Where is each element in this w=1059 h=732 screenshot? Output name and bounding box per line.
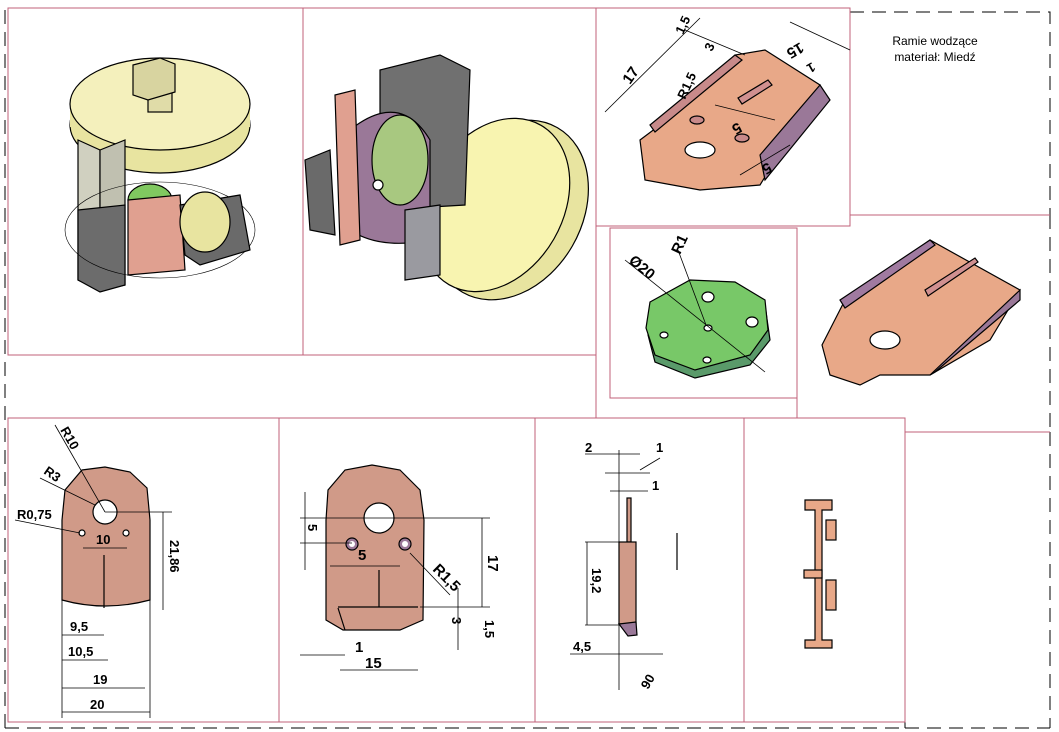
dim-label: 5 [305,524,320,531]
assembly-view-2 [304,54,589,301]
dim-label: 10,5 [68,644,93,659]
dim-label: 21,86 [167,540,182,573]
dim-label: R1 [668,232,692,257]
front-view-1: R10 R3 R0,75 10 21,86 9,5 10,5 19 20 [14,424,182,718]
side-view: 2 1 1 19,2 4,5 90 [570,440,678,692]
sheet-borders [4,7,1051,729]
dim-label: 1 [652,478,659,493]
dim-label: 1,5 [672,14,693,37]
dim-label: 5 [358,547,366,564]
isometric-part-view: 17 1,5 3 R1,5 15 1 5 5 [604,14,851,191]
dim-label: R10 [57,424,82,452]
dim-label: 1 [804,59,818,76]
dim-label: 90 [638,671,658,691]
dim-label: 10 [96,532,110,547]
dim-label: 1 [656,440,663,455]
front-view-2: 5 5 R1,5 17 3 1,5 1 15 [300,464,501,672]
dim-label: R0,75 [17,507,52,522]
dim-label: 1 [355,639,363,656]
title-block: Ramie wodzące materiał: Miedź [892,34,978,64]
dim-label: 19 [93,672,107,687]
dim-label: 2 [585,440,592,455]
dim-label: 9,5 [70,619,88,634]
dim-label: 1,5 [482,620,497,638]
part-name: Ramie wodzące [892,34,978,48]
assembly-view-1 [64,57,256,293]
dim-label: 4,5 [573,639,591,654]
edge-view [803,499,837,649]
disc-view: Ø20 R1 [624,232,771,379]
dim-label: 20 [90,697,104,712]
dim-label: 15 [365,655,382,672]
isometric-part-view-2 [821,239,1021,386]
dim-label: 3 [449,617,464,624]
dim-label: 15 [784,39,807,62]
dim-label: Ø20 [625,252,658,283]
dim-label: 17 [619,64,642,87]
part-material: materiał: Miedź [894,50,975,64]
dim-label: R3 [41,463,63,485]
dim-label: 17 [484,555,501,572]
dim-label: 19,2 [589,568,604,593]
